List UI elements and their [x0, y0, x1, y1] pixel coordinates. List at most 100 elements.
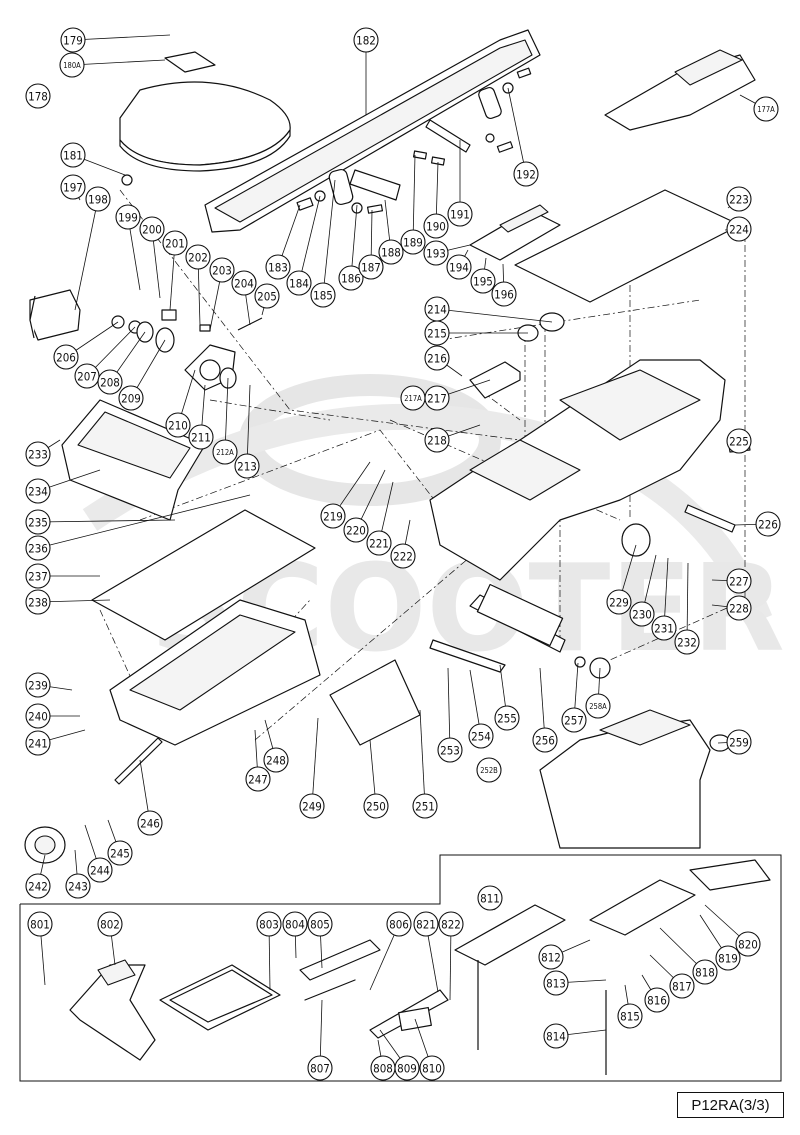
- callout-circle: [651, 615, 677, 641]
- part-callout: 231: [651, 615, 677, 641]
- part-callout: 177A: [753, 96, 779, 122]
- part-callout: 217A: [400, 385, 426, 411]
- callout-circle: [353, 27, 379, 53]
- part-number-label: 251: [415, 800, 435, 814]
- part-callout: 811: [477, 885, 503, 911]
- callout-circle: [669, 973, 695, 999]
- part-callout: 810: [419, 1055, 445, 1081]
- part-number-label: 195: [473, 275, 493, 289]
- part-callout: 252B: [476, 757, 502, 783]
- callout-circle: [494, 705, 520, 731]
- part-number-label: 213: [237, 460, 257, 474]
- callout-circle: [424, 427, 450, 453]
- callout-circle: [617, 1003, 643, 1029]
- part-number-label: 815: [620, 1010, 640, 1024]
- part-callout: 813: [543, 970, 569, 996]
- part-callout: 248: [263, 747, 289, 773]
- callout-circle: [25, 730, 51, 756]
- part-number-label: 254: [471, 730, 491, 744]
- part-callout: 243: [65, 873, 91, 899]
- part-callout: 808: [370, 1055, 396, 1081]
- callout-circle: [476, 757, 502, 783]
- part-callout: 245: [107, 840, 133, 866]
- callout-circle: [234, 453, 260, 479]
- part-number-label: 189: [403, 236, 423, 250]
- part-callout: 193: [423, 240, 449, 266]
- part-number-label: 183: [268, 261, 288, 275]
- part-number-label: 217: [427, 392, 447, 406]
- part-number-label: 249: [302, 800, 322, 814]
- part-callout: 204: [231, 270, 257, 296]
- part-callout: 805: [307, 911, 333, 937]
- callout-circle: [343, 517, 369, 543]
- callout-circle: [423, 213, 449, 239]
- callout-circle: [726, 595, 752, 621]
- part-number-label: 182: [356, 34, 376, 48]
- callout-circle: [25, 83, 51, 109]
- part-number-label: 191: [450, 208, 470, 222]
- callout-circle: [561, 707, 587, 733]
- callout-circle: [726, 568, 752, 594]
- part-callout: 229: [606, 589, 632, 615]
- callout-circle: [320, 503, 346, 529]
- part-callout: 192: [513, 161, 539, 187]
- leader-line: [298, 195, 321, 284]
- part-number-label: 809: [397, 1062, 417, 1076]
- part-callout: 809: [394, 1055, 420, 1081]
- part-number-label: 231: [654, 622, 674, 636]
- part-callout: 194: [446, 254, 472, 280]
- callout-circle: [299, 793, 325, 819]
- part-callout: 198: [85, 186, 111, 212]
- part-callout: 185: [310, 282, 336, 308]
- part-callout: 251: [412, 793, 438, 819]
- part-number-label: 229: [609, 596, 629, 610]
- part-callout: 217: [424, 385, 450, 411]
- part-callout: 190: [423, 213, 449, 239]
- part-callout: 202: [185, 244, 211, 270]
- callout-circle: [437, 737, 463, 763]
- part-callout: 822: [438, 911, 464, 937]
- part-callout: 184: [286, 270, 312, 296]
- part-callout: 195: [470, 268, 496, 294]
- part-callout: 232: [674, 629, 700, 655]
- callout-circle: [378, 239, 404, 265]
- part-number-label: 233: [28, 448, 48, 462]
- leader-line: [507, 87, 527, 175]
- part-callout: 240: [25, 703, 51, 729]
- part-number-label: 187: [361, 261, 381, 275]
- part-number-label: 813: [546, 977, 566, 991]
- leader-line: [74, 198, 99, 311]
- part-number-label: 221: [369, 537, 389, 551]
- part-callout: 804: [282, 911, 308, 937]
- leader-line: [37, 494, 251, 549]
- part-number-label: 247: [248, 773, 268, 787]
- callout-circle: [209, 257, 235, 283]
- part-number-label: 207: [77, 370, 97, 384]
- part-callout: 189: [400, 229, 426, 255]
- part-number-label: 806: [389, 918, 409, 932]
- leader-line: [246, 384, 251, 467]
- part-number-label: 193: [426, 247, 446, 261]
- callout-circle: [413, 911, 439, 937]
- part-callout: 228: [726, 595, 752, 621]
- part-callout: 818: [692, 959, 718, 985]
- part-number-label: 807: [310, 1062, 330, 1076]
- part-number-label: 179: [63, 34, 83, 48]
- callout-circle: [27, 911, 53, 937]
- part-number-label: 258A: [589, 702, 607, 711]
- part-callout: 178: [25, 83, 51, 109]
- part-callout: 191: [447, 201, 473, 227]
- callout-circle: [726, 216, 752, 242]
- part-number-label: 234: [28, 485, 48, 499]
- callout-circle: [386, 911, 412, 937]
- callout-circle: [25, 441, 51, 467]
- part-number-label: 178: [28, 90, 48, 104]
- callout-circle: [60, 27, 86, 53]
- callout-circle: [137, 810, 163, 836]
- part-number-label: 219: [323, 510, 343, 524]
- part-callout: 179: [60, 27, 86, 53]
- part-number-label: 232: [677, 636, 697, 650]
- part-callout: 197: [60, 174, 86, 200]
- part-callout: 211: [188, 424, 214, 450]
- callout-circle: [447, 201, 473, 227]
